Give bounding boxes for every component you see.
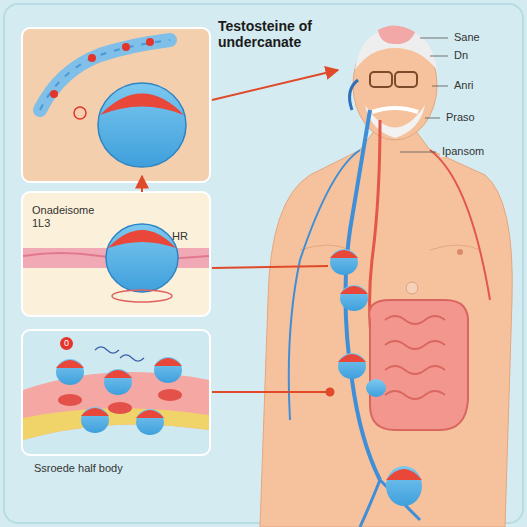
human-figure — [260, 25, 512, 527]
inset-panel: Onadeisome 1L3HR — [22, 192, 210, 316]
part-label: Anri — [452, 79, 476, 91]
part-label: Sane — [452, 31, 482, 43]
title: Testosteine of undercanate — [218, 18, 348, 50]
pointer-arrows — [142, 70, 338, 396]
part-label: Dn — [452, 49, 470, 61]
inset-cell — [22, 192, 210, 316]
inset-molecule — [22, 28, 210, 182]
panel-label: HR — [172, 230, 202, 243]
leader-lines — [400, 38, 448, 152]
panel-label: Onadeisome 1L3 — [32, 204, 102, 230]
callout-number: 0 — [60, 337, 73, 350]
inset-vessel — [22, 330, 210, 455]
part-label: Ipansom — [440, 145, 486, 157]
caption: Ssroede half body — [34, 462, 123, 474]
part-label: Praso — [444, 111, 477, 123]
